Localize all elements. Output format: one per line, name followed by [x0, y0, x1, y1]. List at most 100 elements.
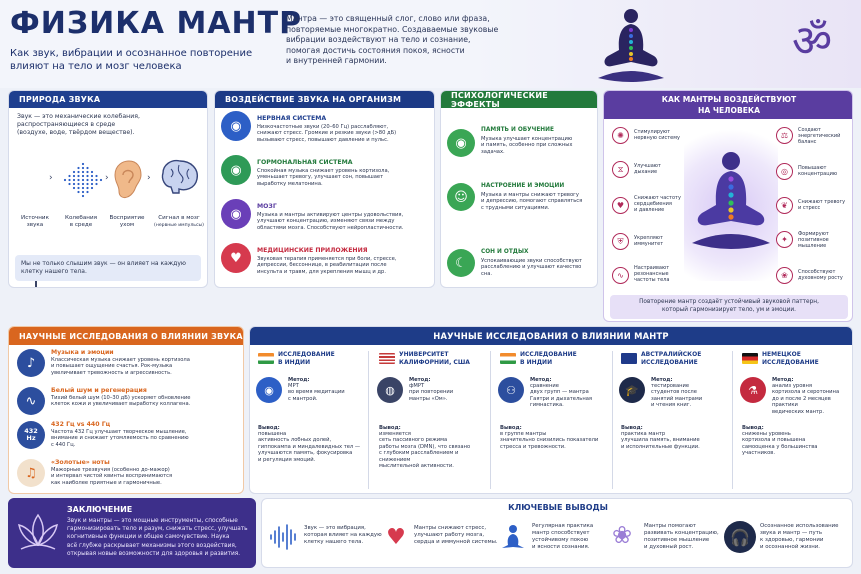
- psych-text-1: Музыка и мантры снижают тревогу и депрес…: [481, 192, 583, 211]
- ear-icon: [114, 160, 142, 198]
- conclusion-card: ЗАКЛЮЧЕНИЕ Звук и мантры — это мощные ин…: [8, 498, 256, 568]
- nervous-system-brain-icon: ◉: [221, 111, 251, 141]
- meditation-icon: [502, 525, 524, 548]
- psych-text-0: Музыка улучшает концентрацию и память, о…: [481, 136, 573, 155]
- key-item-2: Регулярная практика мантр способствует у…: [532, 523, 594, 550]
- key-item-0: Звук — это вибрация, которая влияет на к…: [304, 525, 382, 545]
- effect-title-1: ГОРМОНАЛЬНАЯ СИСТЕМА: [257, 159, 353, 166]
- nature-header: ПРИРОДА ЗВУКА: [9, 91, 207, 108]
- result-label: Вывод:: [258, 425, 280, 431]
- lotus-icon: [18, 513, 58, 550]
- noise-wave-icon: ∿: [17, 387, 45, 415]
- method-label: Метод:: [409, 377, 431, 383]
- how-right-0: Создают энергетический баланс: [798, 127, 841, 145]
- bulb-icon: ✦: [776, 231, 793, 248]
- test-tubes-icon: ⚗: [740, 377, 766, 403]
- how-right-4: Способствуют духовному росту: [798, 269, 843, 281]
- intro-text: Мантра — это священный слог, слово или ф…: [286, 14, 499, 65]
- effect-header: ВОЗДЕЙСТВИЕ ЗВУКА НА ОРГАНИЗМ: [215, 91, 434, 108]
- effect-text-1: Спокойная музыка снижает уровень кортизо…: [257, 168, 390, 187]
- brain-icon: ◉: [256, 377, 282, 403]
- how-left-4: Настраивают резонансные частоты тела: [634, 265, 670, 283]
- how-mantras-card: КАК МАНТРЫ ВОЗДЕЙСТВУЮТ НА ЧЕЛОВЕКА ✺ Ст…: [603, 90, 853, 322]
- arrow-2: ›: [105, 173, 109, 183]
- shield-icon: ⛨: [612, 233, 629, 250]
- om-symbol-icon: ॐ: [792, 16, 833, 67]
- step-label-brain-sub: (нервные импульсы): [154, 223, 204, 228]
- key-item-3: Мантры помогают развивать концентрацию, …: [644, 523, 719, 550]
- mantra-study-2: ИССЛЕДОВАНИЕ В ИНДИИ ⚇ Метод: сравнение …: [496, 349, 610, 491]
- sr-title-0: Музыка и эмоции: [51, 349, 114, 356]
- leaf-icon: ❦: [776, 197, 793, 214]
- step-label-brain: Сигнал в мозг: [158, 215, 200, 221]
- study-org: ИССЛЕДОВАНИЕ В ИНДИИ: [520, 351, 577, 366]
- target-icon: ◎: [776, 163, 793, 180]
- arrow-1: ›: [49, 173, 53, 183]
- how-left-2: Снижают частоту сердцебиения и давление: [634, 195, 681, 213]
- method-label: Метод:: [530, 377, 552, 383]
- sound-wave-icon: [270, 524, 296, 550]
- step-label-medium: Колебания в среде: [65, 215, 97, 228]
- how-note: Повторение мантр создаёт устойчивый звук…: [610, 295, 848, 319]
- psych-effects-card: ПСИХОЛОГИЧЕСКИЕ ЭФФЕКТЫ ◉ ПАМЯТЬ И ОБУЧЕ…: [440, 90, 598, 288]
- sheet-music-icon: ♫: [17, 459, 45, 487]
- study-result: практика мантр улучшила память, внимание…: [621, 431, 700, 450]
- mantra-study-3: АВСТРАЛИЙСКОЕ ИССЛЕДОВАНИЕ 🎓 Метод: тест…: [617, 349, 731, 491]
- sr-title-3: «Золотые» ноты: [51, 459, 110, 466]
- divider: [732, 351, 733, 489]
- how-header: КАК МАНТРЫ ВОЗДЕЙСТВУЮТ НА ЧЕЛОВЕКА: [604, 91, 852, 119]
- study-result: изменяется сеть пассивного режима работы…: [379, 431, 471, 470]
- sound-research-card: НАУЧНЫЕ ИССЛЕДОВАНИЯ О ВЛИЯНИИ ЗВУКА ♪ М…: [8, 326, 244, 494]
- study-result: повышена активность лобных долей, гиппок…: [258, 431, 361, 463]
- study-result: в группе мантры значительно снизились по…: [500, 431, 599, 450]
- graduation-cap-icon: 🎓: [619, 377, 645, 403]
- mantra-study-0: ИССЛЕДОВАНИЕ В ИНДИИ ◉ Метод: МРТ во вре…: [254, 349, 368, 491]
- flag-usa-icon: [379, 353, 395, 364]
- key-item-1: Мантры снижают стресс, улучшают работу м…: [414, 525, 498, 545]
- study-org: НЕМЕЦКОЕ ИССЛЕДОВАНИЕ: [762, 351, 819, 366]
- step-label-source: Источник звука: [21, 215, 49, 228]
- study-method: сравнение двух групп — мантра Гаятри и д…: [530, 383, 593, 409]
- mri-scanner-icon: ◍: [377, 377, 403, 403]
- sound-effect-card: ВОЗДЕЙСТВИЕ ЗВУКА НА ОРГАНИЗМ ◉ НЕРВНАЯ …: [214, 90, 435, 288]
- psych-header: ПСИХОЛОГИЧЕСКИЕ ЭФФЕКТЫ: [441, 91, 597, 109]
- how-right-3: Формируют позитивное мышление: [798, 231, 829, 249]
- chakra-figure-icon: [692, 152, 770, 249]
- flag-germany-icon: [742, 353, 758, 364]
- nature-text: Звук — это механические колебания, распр…: [17, 113, 140, 136]
- sr-text-0: Классическая музыка снижает уровень корт…: [51, 357, 190, 376]
- people-icon: ⚇: [498, 377, 524, 403]
- meditating-figure-icon: [598, 9, 664, 82]
- nature-of-sound-card: ПРИРОДА ЗВУКА Звук — это механические ко…: [8, 90, 208, 288]
- key-header: КЛЮЧЕВЫЕ ВЫВОДЫ: [508, 503, 608, 512]
- how-right-1: Повышают концентрацию: [798, 165, 838, 177]
- method-label: Метод:: [772, 377, 794, 383]
- how-left-3: Укрепляют иммунитет: [634, 235, 664, 247]
- top-banner: [0, 0, 861, 88]
- psych-title-1: НАСТРОЕНИЕ И ЭМОЦИИ: [481, 183, 565, 189]
- brain-icon: [161, 159, 198, 194]
- conclusion-text: Звук и мантры — это мощные инструменты, …: [67, 518, 248, 557]
- conclusion-header: ЗАКЛЮЧЕНИЕ: [67, 505, 133, 514]
- heart-pulse-icon: ♥: [382, 523, 410, 551]
- mantra-study-4: НЕМЕЦКОЕ ИССЛЕДОВАНИЕ ⚗ Метод: анализ ур…: [738, 349, 852, 491]
- wave-dots-icon: [63, 162, 103, 198]
- moon-icon: ☾: [447, 249, 475, 277]
- smile-icon: ☺: [447, 183, 475, 211]
- sr-text-3: Мажорные трезвучия (особенно до-мажор) и…: [51, 467, 173, 486]
- flag-india-icon: [258, 353, 274, 364]
- study-method: анализ уровня кортизола и серотонина до …: [772, 383, 840, 415]
- page-title: ФИЗИКА МАНТР: [10, 6, 303, 41]
- effect-text-3: Звуковая терапия применяется при боли, с…: [257, 256, 397, 275]
- hormonal-system-brain-icon: ◉: [221, 155, 251, 185]
- sr-title-1: Белый шум и регенерация: [51, 387, 147, 394]
- key-item-4: Осознанное использование звука и мантр —…: [760, 523, 839, 550]
- divider: [490, 351, 491, 489]
- effect-title-0: НЕРВНАЯ СИСТЕМА: [257, 115, 327, 122]
- study-result: снижены уровень кортизола и повышена сам…: [742, 431, 818, 457]
- effect-text-2: Музыка и мантры активируют центры удовол…: [257, 212, 404, 231]
- result-label: Вывод:: [742, 425, 764, 431]
- result-label: Вывод:: [621, 425, 643, 431]
- step-label-ear: Восприятие ухом: [109, 215, 145, 228]
- music-note-icon: ♪: [17, 349, 45, 377]
